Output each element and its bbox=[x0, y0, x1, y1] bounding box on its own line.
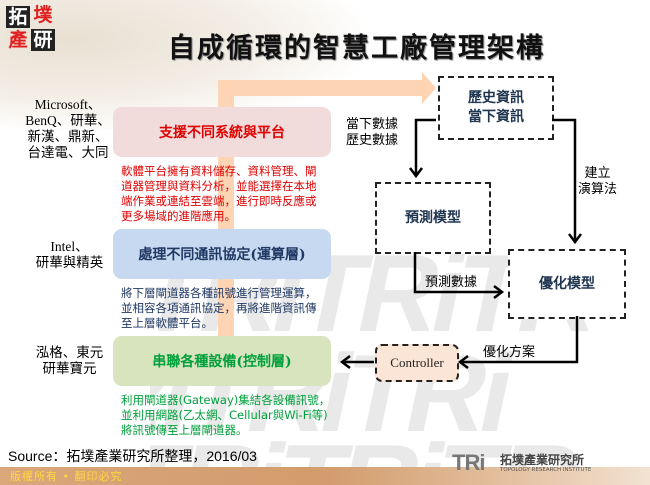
current-history-data-label: 當下數據 歷史數據 bbox=[346, 117, 399, 148]
tri-brand-logo: TRi 拓墣產業研究所 TOPOLOGY RESEARCH INSTITUTE bbox=[452, 450, 591, 476]
layer-platform-label: 支援不同系統與平台 bbox=[159, 125, 285, 141]
layer-computing-box: 處理不同通訊協定(運算層) bbox=[113, 229, 331, 279]
layer-control-box: 串聯各種設備(控制層) bbox=[113, 336, 331, 386]
layer-control-description: 利用閘道器(Gateway)集結各設備訊號， 並利用網路(乙太網、Cellula… bbox=[121, 393, 331, 437]
vendors-computing: Intel、 研華與精英 bbox=[35, 239, 104, 270]
copyright-notice: 版權所有 • 翻印必究 bbox=[10, 470, 123, 483]
prediction-data-label: 預測數據 bbox=[425, 275, 478, 290]
optimization-plan-label: 優化方案 bbox=[483, 345, 536, 360]
logo-char: 產 bbox=[8, 29, 28, 51]
layer-computing-description: 將下層閘道器各種訊號進行管理運算， 並相容各項通訊協定，再將進階資訊傳 至上層軟… bbox=[121, 286, 317, 330]
source-citation: Source：拓墣產業研究所整理，2016/03 bbox=[8, 448, 257, 464]
optimization-model-box: 優化模型 bbox=[508, 249, 626, 319]
logo: 拓 墣 產 研 bbox=[6, 4, 58, 52]
layer-platform-box: 支援不同系統與平台 bbox=[113, 107, 331, 157]
controller-box: Controller bbox=[375, 344, 459, 382]
vendors-platform: Microsoft、 BenQ、研華、 新漢、鼎新、 台達電、大同 bbox=[25, 97, 111, 160]
history-info-box: 歷史資訊 當下資訊 bbox=[438, 76, 554, 140]
tri-mark: TRi bbox=[452, 450, 485, 475]
layer-platform-description: 軟體平台擁有資料儲存、資料管理、閘 道器管理與資料分析，並能選擇在本地 端作業或… bbox=[121, 164, 317, 223]
logo-char: 拓 bbox=[6, 6, 30, 28]
layer-control-label: 串聯各種設備(控制層) bbox=[152, 354, 292, 370]
vendors-control: 泓格、東元 研華寶元 bbox=[35, 345, 104, 376]
logo-char: 墣 bbox=[33, 4, 53, 26]
layer-computing-label: 處理不同通訊協定(運算層) bbox=[138, 247, 306, 263]
flow-arrowhead-icon bbox=[422, 72, 436, 104]
page-title: 自成循環的智慧工廠管理架構 bbox=[168, 33, 545, 64]
brand-name-en: TOPOLOGY RESEARCH INSTITUTE bbox=[500, 467, 592, 473]
flow-arrow-shaft bbox=[218, 80, 426, 96]
brand-name-cn: 拓墣產業研究所 bbox=[500, 453, 585, 467]
logo-char: 研 bbox=[31, 29, 55, 51]
prediction-model-box: 預測模型 bbox=[375, 182, 491, 254]
footer-bar bbox=[0, 467, 650, 485]
build-algorithm-label: 建立 演算法 bbox=[578, 166, 618, 197]
